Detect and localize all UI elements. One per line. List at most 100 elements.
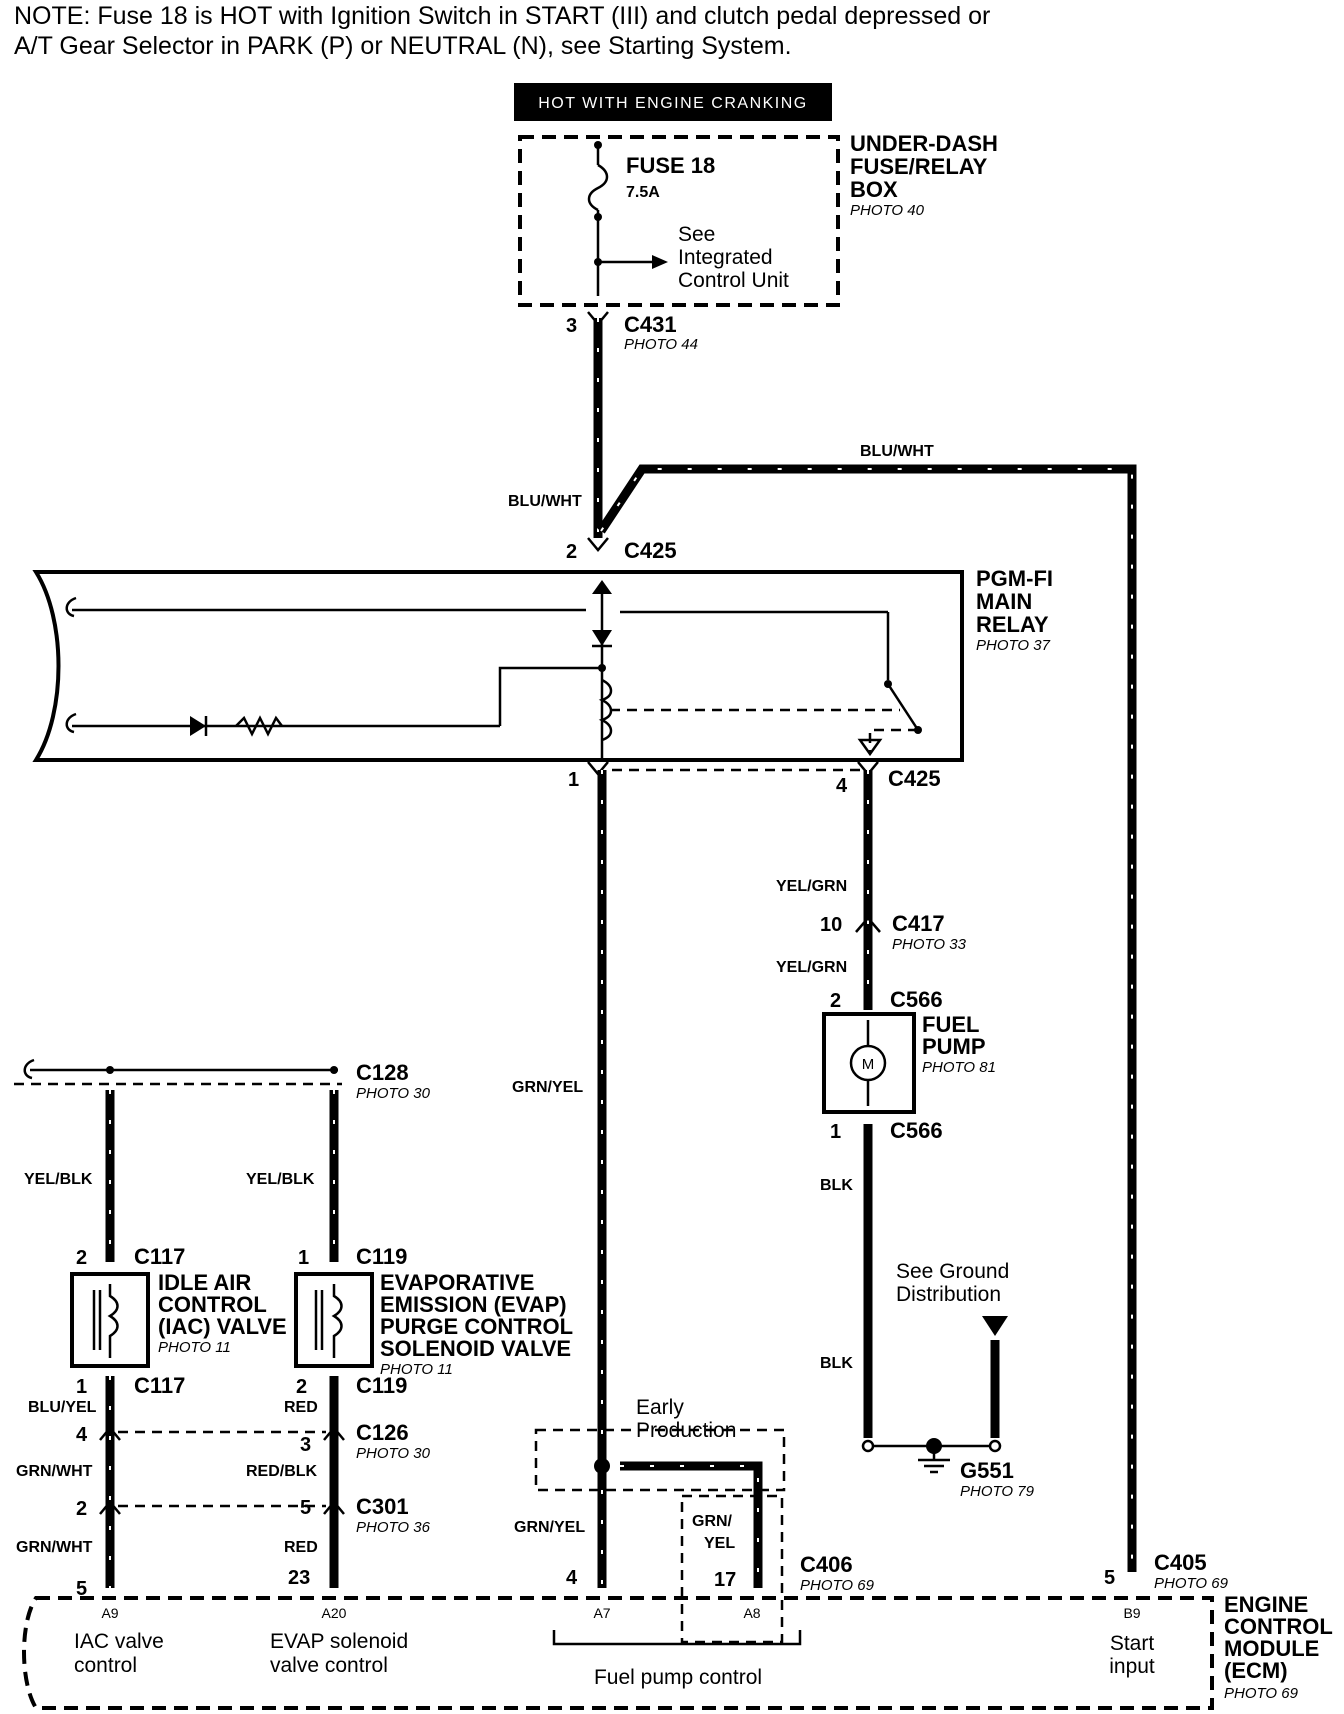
wire-label-yel-grn-1: YEL/GRN [776,878,847,895]
fuel-pump-photo: PHOTO 81 [922,1059,996,1076]
wire-label-blk-1: BLK [820,1177,853,1194]
evap-control-1: EVAP solenoid [270,1630,408,1653]
main-relay-photo: PHOTO 37 [976,637,1051,654]
ecm-terminal-a20: A20 [322,1605,347,1621]
wire-label-red-blk: RED/BLK [246,1463,318,1480]
c126-photo: PHOTO 30 [356,1445,431,1462]
c566-top-pin: 2 [830,990,841,1012]
wire-label-grn-yel-3a: GRN/ [692,1513,733,1530]
c425-bottom-name: C425 [888,766,941,791]
ecm-name-4: (ECM) [1224,1658,1288,1683]
c128-name: C128 [356,1060,409,1085]
ground-see-1: See Ground [896,1260,1009,1283]
c301-right-connector-icon [323,1500,345,1515]
ecm-pin-4: 4 [566,1567,578,1589]
iac-name-3: (IAC) VALVE [158,1314,287,1339]
ecm-pin-5-right: 5 [1104,1567,1115,1589]
early-production-1: Early [636,1396,684,1419]
fuse-box-name-2: FUSE/RELAY [850,154,988,179]
c117-bottom-name: C117 [134,1373,185,1398]
note-line-1: NOTE: Fuse 18 is HOT with Ignition Switc… [14,2,990,30]
c425-top-pin: 2 [566,541,577,563]
main-relay-name-1: PGM-FI [976,566,1053,591]
fuse-rating: 7.5A [626,184,660,201]
fuel-pump-bracket [552,1630,802,1646]
note-line-2: A/T Gear Selector in PARK (P) or NEUTRAL… [14,32,792,60]
iac-name-2: CONTROL [158,1292,267,1317]
ecm-pin-17: 17 [714,1569,736,1591]
early-a8-box [680,1494,784,1644]
fuse-label: FUSE 18 [626,153,715,178]
wire-label-grn-yel-main: GRN/YEL [512,1079,583,1096]
evap-control-2: valve control [270,1654,388,1677]
c117-top-pin: 2 [76,1247,87,1269]
hot-header-text: HOT WITH ENGINE CRANKING [538,95,808,112]
c126-name: C126 [356,1420,409,1445]
main-relay-name-2: MAIN [976,589,1032,614]
c301-left-connector-icon [99,1500,121,1515]
wire-label-yel-blk-right: YEL/BLK [246,1171,315,1188]
ecm-name-2: CONTROL [1224,1614,1333,1639]
relay-diode-icon [190,716,206,736]
fuse-box-name-1: UNDER-DASH [850,131,998,156]
c126-pin-right: 3 [300,1434,311,1456]
c406-photo: PHOTO 69 [800,1577,875,1594]
ecm-name-1: ENGINE [1224,1592,1308,1617]
g551-terminal-right [988,1439,1002,1453]
c117-top-name: C117 [134,1244,185,1269]
ecm-terminal-b9: B9 [1123,1605,1140,1621]
hot-header-bar [514,83,832,121]
c425-top-connector-icon [587,537,609,552]
wire-label-yel-grn-2: YEL/GRN [776,959,847,976]
early-production-2: Production [636,1419,736,1442]
iac-control-2: control [74,1654,137,1677]
ecm-pin-5-left: 5 [76,1578,87,1600]
wire-label-blu-wht-2: BLU/WHT [860,443,934,460]
c128-node-left [106,1066,114,1074]
ecm-terminal-a7: A7 [593,1605,610,1621]
c119-top-name: C119 [356,1244,407,1269]
c119-top-pin: 1 [298,1247,309,1269]
c425-top-name: C425 [624,538,677,563]
ecm-box [22,1596,1214,1710]
g551-name: G551 [960,1458,1014,1483]
c431-photo: PHOTO 44 [624,336,698,353]
wire-label-blu-wht-1: BLU/WHT [508,493,582,510]
c417-name: C417 [892,911,945,936]
ground-see-2: Distribution [896,1283,1001,1306]
see-icu-3: Control Unit [678,269,789,292]
c119-bottom-name: C119 [356,1373,407,1398]
relay-break-icon-top [65,596,77,618]
c406-name: C406 [800,1552,853,1577]
ecm-name-3: MODULE [1224,1636,1319,1661]
evap-name-4: SOLENOID VALVE [380,1336,571,1361]
evap-photo: PHOTO 11 [380,1361,453,1378]
ground-arrow-icon [982,1316,1008,1336]
c417-pin: 10 [820,914,842,936]
c128-break-icon [23,1058,35,1080]
fuse-box-name-3: BOX [850,177,898,202]
ecm-terminal-a8: A8 [743,1605,760,1621]
motor-symbol: M [862,1056,875,1073]
c425-bottom-pin-left: 1 [568,769,579,791]
c417-photo: PHOTO 33 [892,936,967,953]
iac-name-1: IDLE AIR [158,1270,251,1295]
c431-pin: 3 [566,315,577,337]
c425-bottom-pin-right: 4 [836,775,848,797]
main-relay-name-3: RELAY [976,612,1049,637]
c126-left-connector-icon [99,1426,121,1441]
c128-photo: PHOTO 30 [356,1085,431,1102]
evap-name-2: EMISSION (EVAP) [380,1292,567,1317]
early-splice-node [594,1458,610,1474]
fuse-box-photo: PHOTO 40 [850,202,925,219]
wire-label-yel-blk-left: YEL/BLK [24,1171,93,1188]
wire-blu-wht-to-c405 [597,464,1137,1572]
c405-photo: PHOTO 69 [1154,1575,1229,1592]
fuel-pump-name-2: PUMP [922,1034,986,1059]
main-relay-box [32,570,964,762]
c128-node-right [330,1066,338,1074]
c417-connector-icon [855,916,881,933]
early-production-box [534,1428,786,1492]
start-input-2: input [1109,1655,1155,1678]
